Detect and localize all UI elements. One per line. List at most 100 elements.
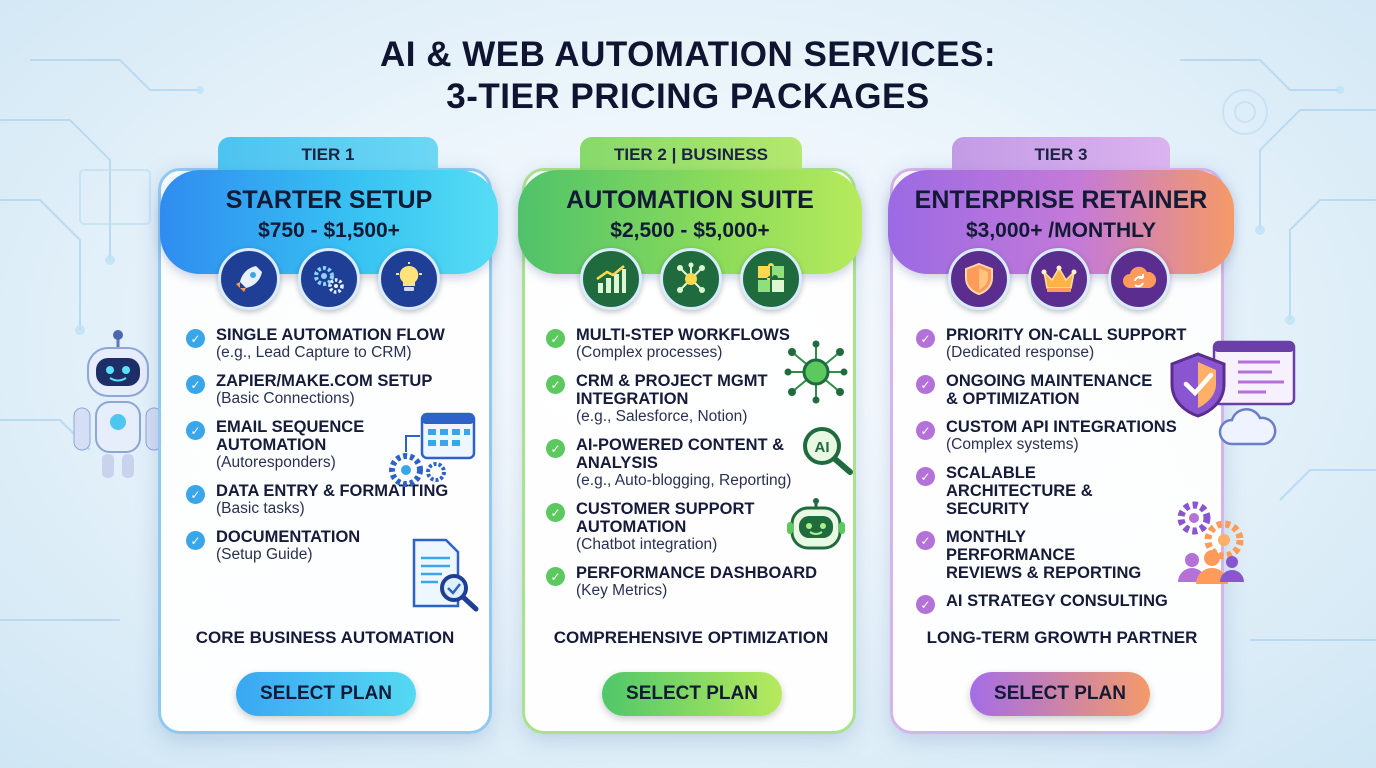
feature-title: MONTHLY PERFORMANCE REVIEWS & REPORTING [946,528,1142,582]
feature-subtitle: (Basic tasks) [216,500,305,517]
feature-subtitle: (Basic Connections) [216,390,355,407]
feature-title: MULTI-STEP WORKFLOWS [576,326,790,344]
feature-title: CRM & PROJECT MGMT INTEGRATION [576,372,768,408]
feature-item: ✓AI STRATEGY CONSULTING [914,592,1204,614]
ai-magnifier-icon: AI [803,427,853,475]
document-magnifier-icon [412,538,479,612]
feature-title: ONGOING MAINTENANCE & OPTIMIZATION [946,372,1153,408]
check-icon: ✓ [546,375,565,394]
feature-subtitle: (Chatbot integration) [576,536,718,553]
feature-subtitle: (Dedicated response) [946,344,1095,361]
feature-item: ✓ CUSTOM API INTEGRATIONS(Complex systems… [914,418,1204,454]
lightbulb-icon [378,248,440,310]
feature-item: ✓ CUSTOMER SUPPORT AUTOMATION(Chatbot int… [544,500,764,554]
check-icon: ✓ [546,567,565,586]
check-icon: ✓ [186,375,205,394]
feature-item: ✓ ZAPIER/MAKE.COM SETUP(Basic Connections… [184,372,474,408]
ai-network-icon [784,340,848,404]
feature-title: CUSTOMER SUPPORT AUTOMATION [576,500,755,536]
feature-title: PRIORITY ON-CALL SUPPORT [946,326,1187,344]
tier-1-name: STARTER SETUP [225,186,433,214]
feature-title: DOCUMENTATION [216,528,361,546]
check-icon: ✓ [186,421,205,440]
tier-3-tab: TIER 3 [952,137,1170,175]
feature-title: DATA ENTRY & FORMATTING [216,482,449,500]
tier-2-tab: TIER 2 | BUSINESS [580,137,802,175]
check-icon: ✓ [546,503,565,522]
feature-subtitle: (e.g., Lead Capture to CRM) [216,344,412,361]
feature-title: AI-POWERED CONTENT & ANALYSIS [576,436,785,472]
tier-2-select-plan-button[interactable]: SELECT PLAN [602,672,782,716]
feature-item: ✓ CRM & PROJECT MGMT INTEGRATION(e.g., Sa… [544,372,784,426]
rocket-icon [218,248,280,310]
check-icon: ✓ [546,439,565,458]
feature-title: ZAPIER/MAKE.COM SETUP [216,372,433,390]
feature-title: PERFORMANCE DASHBOARD [576,564,818,582]
shield-check-icon [1170,340,1296,446]
crown-icon [1028,248,1090,310]
network-icon [660,248,722,310]
tier-3-select-plan-button[interactable]: SELECT PLAN [970,672,1150,716]
feature-subtitle: (Key Metrics) [576,582,668,599]
feature-subtitle: (Complex processes) [576,344,723,361]
gears-icon [298,248,360,310]
feature-title: CUSTOM API INTEGRATIONS [946,418,1177,436]
tier-1-price: $750 - $1,500+ [258,219,400,242]
feature-item: ✓ PERFORMANCE DASHBOARD(Key Metrics) [544,564,834,600]
feature-item: ✓ MONTHLY PERFORMANCE REVIEWS & REPORTING [914,528,1152,582]
feature-subtitle: (e.g., Auto-blogging, Reporting) [576,472,792,489]
feature-title: SINGLE AUTOMATION FLOW [216,326,445,344]
feature-title: SCALABLE ARCHITECTURE & SECURITY [946,464,1093,518]
tier-3-name: ENTERPRISE RETAINER [914,186,1208,214]
svg-text:AI: AI [815,439,830,456]
tier-3-features: ✓ PRIORITY ON-CALL SUPPORT(Dedicated resp… [914,326,1204,620]
check-icon: ✓ [186,485,205,504]
feature-item: ✓ ONGOING MAINTENANCE & OPTIMIZATION [914,372,1164,408]
check-icon: ✓ [916,531,935,550]
feature-item: ✓ DOCUMENTATION(Setup Guide) [184,528,474,564]
check-icon: ✓ [916,375,935,394]
tier-1-tab: TIER 1 [218,137,438,175]
tier-2-tagline: COMPREHENSIVE OPTIMIZATION [553,628,829,647]
page-title: AI & WEB AUTOMATION SERVICES: 3-TIER PRI… [0,34,1376,118]
check-icon: ✓ [186,329,205,348]
tier-3-icons [948,248,1170,310]
tier-1-select-plan-button[interactable]: SELECT PLAN [236,672,416,716]
check-icon: ✓ [916,329,935,348]
team-gear-icon [1177,501,1244,584]
robot-icon [73,330,163,478]
feature-subtitle: (Setup Guide) [216,546,313,563]
check-icon: ✓ [186,531,205,550]
feature-subtitle: (Autoresponders) [216,454,336,471]
page-title-line-1: AI & WEB AUTOMATION SERVICES: [379,35,996,74]
check-icon: ✓ [916,467,935,486]
puzzle-icon [740,248,802,310]
tier-1-icons [218,248,440,310]
page-title-line-2: 3-TIER PRICING PACKAGES [446,77,930,116]
calendar-gear-icon [389,412,476,487]
shield-icon [948,248,1010,310]
growth-chart-icon [580,248,642,310]
tier-1-tagline: CORE BUSINESS AUTOMATION [195,628,455,647]
feature-subtitle: (e.g., Salesforce, Notion) [576,408,748,425]
feature-item: ✓ PRIORITY ON-CALL SUPPORT(Dedicated resp… [914,326,1204,362]
tier-2-features: ✓ MULTI-STEP WORKFLOWS(Complex processes)… [544,326,834,610]
tier-1-features: ✓ SINGLE AUTOMATION FLOW(e.g., Lead Captu… [184,326,474,574]
check-icon: ✓ [546,329,565,348]
feature-item: ✓ DATA ENTRY & FORMATTING(Basic tasks) [184,482,474,518]
feature-item: ✓ AI-POWERED CONTENT & ANALYSIS(e.g., Aut… [544,436,796,490]
feature-subtitle: (Complex systems) [946,436,1079,453]
cloud-sync-icon [1108,248,1170,310]
tier-2-name: AUTOMATION SUITE [566,186,814,214]
check-icon: ✓ [916,421,935,440]
feature-title: EMAIL SEQUENCE AUTOMATION [216,418,365,454]
feature-item: ✓ MULTI-STEP WORKFLOWS(Complex processes) [544,326,834,362]
tier-3-price: $3,000+ /MONTHLY [965,219,1157,242]
tier-3-tagline: LONG-TERM GROWTH PARTNER [926,628,1198,647]
feature-item: ✓ SCALABLE ARCHITECTURE & SECURITY [914,464,1154,518]
feature-item: ✓ EMAIL SEQUENCE AUTOMATION(Autoresponder… [184,418,374,472]
chatbot-icon [787,498,845,550]
feature-title: AI STRATEGY CONSULTING [946,592,1168,610]
tier-2-price: $2,500 - $5,000+ [610,219,770,242]
feature-item: ✓ SINGLE AUTOMATION FLOW(e.g., Lead Captu… [184,326,474,362]
